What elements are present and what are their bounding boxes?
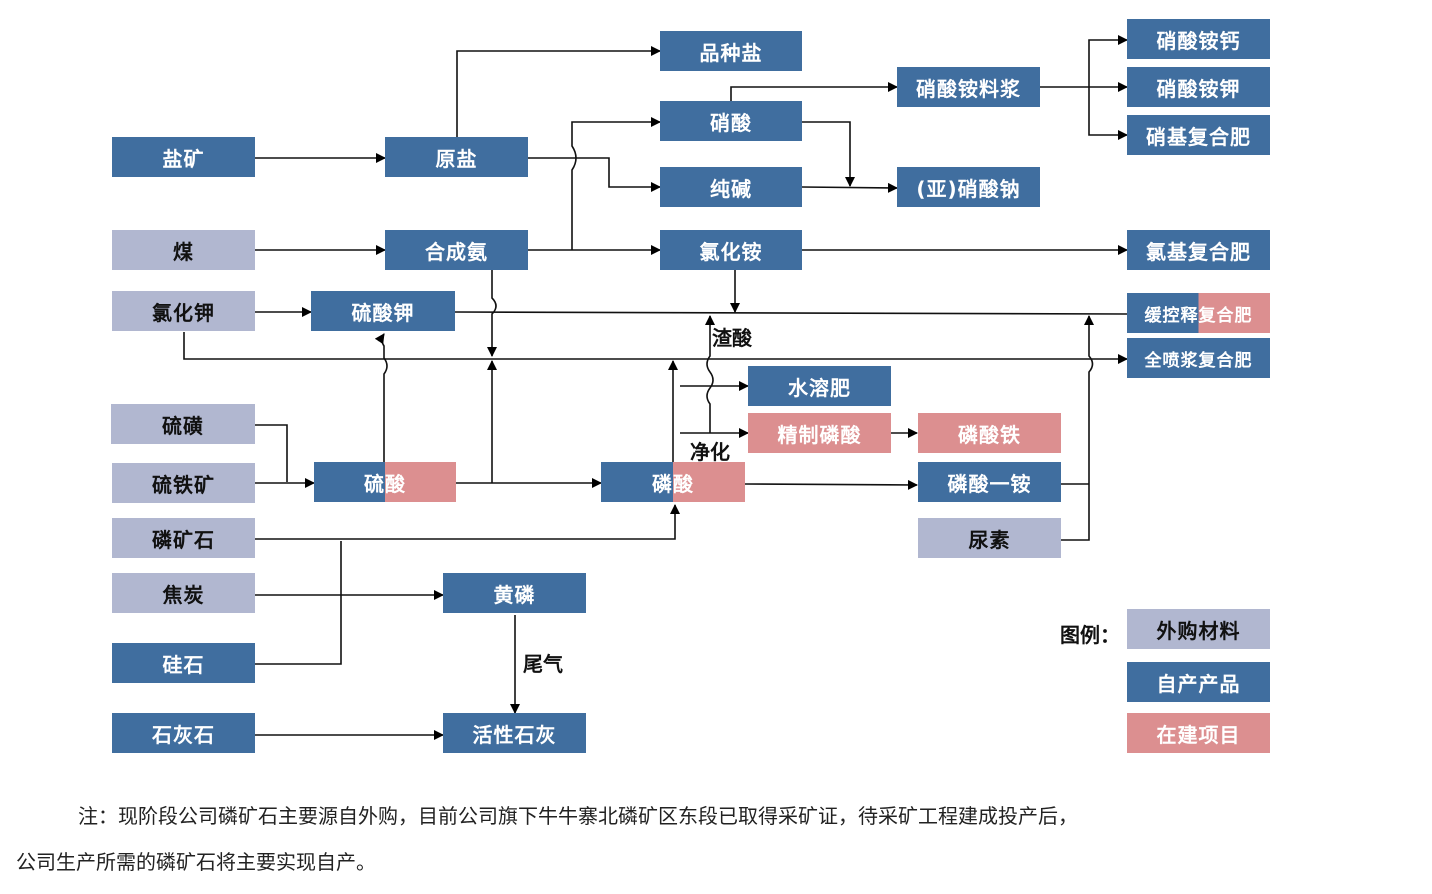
node-xiaojifuhefei[interactable]: 硝基复合肥 <box>1127 115 1270 155</box>
node-lvhuaan[interactable]: 氯化铵 <box>660 230 802 270</box>
node-liusuan[interactable]: 硫酸 <box>314 462 456 502</box>
edge-guishi-huanglin <box>255 541 342 665</box>
edge-lvhuajia-quanpenjiang <box>183 332 1128 364</box>
node-huoxingshihui[interactable]: 活性石灰 <box>443 713 586 753</box>
edge-hechengan-xiaosuan <box>571 117 661 250</box>
node-linsuan[interactable]: 磷酸 <box>601 462 745 502</box>
node-liutiekuang[interactable]: 硫铁矿 <box>112 463 255 503</box>
node-yuanyan[interactable]: 原盐 <box>385 137 528 177</box>
edge-xiaosuan-liaojiang <box>730 82 898 102</box>
footnote: 注：现阶段公司磷矿石主要源自外购，目前公司旗下牛牛寨北磷矿区东段已取得采矿证，待… <box>16 793 1426 885</box>
node-lvhuajia[interactable]: 氯化钾 <box>112 291 255 331</box>
legend-item-under-construction: 在建项目 <box>1127 713 1270 753</box>
edge-liusuanjia-huankong <box>454 311 1128 315</box>
edge-linsuan-linsuanyian <box>744 479 918 490</box>
production-flow-diagram: 品种盐 硝酸铵料浆 硝酸铵钙 硝酸铵钾 硝基复合肥 盐矿 原盐 硝酸 纯碱 (亚… <box>111 19 1270 753</box>
edge-liusuan-liusuanjia <box>374 333 388 462</box>
node-linsuanyian[interactable]: 磷酸一铵 <box>918 462 1061 502</box>
edge-label-jinghua: 净化 <box>690 440 730 464</box>
node-guishi[interactable]: 硅石 <box>112 643 255 683</box>
edge-branch-gai <box>1088 35 1128 87</box>
node-xiaosuan[interactable]: 硝酸 <box>660 101 802 141</box>
legend-item-purchased: 外购材料 <box>1127 609 1270 649</box>
edge-hechengan-down <box>487 270 497 357</box>
flow-connectors <box>183 35 1128 740</box>
edge-yuanyan-chunjian <box>528 157 661 192</box>
node-chunjian[interactable]: 纯碱 <box>660 167 802 207</box>
node-huankongshifuhefei[interactable]: 缓控释复合肥 <box>1127 293 1270 333</box>
edge-xiaosuan-yaxiaosuanna <box>802 121 855 187</box>
footnote-line-2: 公司生产所需的磷矿石将主要实现自产。 <box>16 850 376 874</box>
edge-branch-xiaoji <box>1088 87 1128 140</box>
node-shuirongfei[interactable]: 水溶肥 <box>748 366 891 406</box>
node-liuhuang[interactable]: 硫磺 <box>111 404 255 444</box>
edge-liuhuang-liusuan <box>255 424 288 482</box>
edge-label-zhasuan: 渣酸 <box>712 326 752 350</box>
edge-linkuangshi-linsuan <box>255 504 680 540</box>
node-xiaosuananjia[interactable]: 硝酸铵钾 <box>1127 67 1270 107</box>
edge-niaosu-huankong <box>1061 315 1094 541</box>
edge-label-weiqi: 尾气 <box>523 652 563 676</box>
node-shihuishi[interactable]: 石灰石 <box>112 713 255 753</box>
edge-yuanyan-pinzhongyan <box>456 46 661 138</box>
node-quanpenjiangfuhefei[interactable]: 全喷浆复合肥 <box>1127 338 1270 378</box>
node-linkuangshi[interactable]: 磷矿石 <box>112 518 255 558</box>
node-yankuang[interactable]: 盐矿 <box>112 137 255 177</box>
node-niaosu[interactable]: 尿素 <box>918 518 1061 558</box>
legend-item-self-produced: 自产产品 <box>1127 662 1270 702</box>
node-huanglin[interactable]: 黄磷 <box>443 573 586 613</box>
edge-chunjian-yaxiaosuanna <box>801 182 898 193</box>
node-linsuantie[interactable]: 磷酸铁 <box>918 413 1061 453</box>
node-hechengan[interactable]: 合成氨 <box>385 230 528 270</box>
footnote-line-1: 注：现阶段公司磷矿石主要源自外购，目前公司旗下牛牛寨北磷矿区东段已取得采矿证，待… <box>78 804 1078 828</box>
node-jingzhilinsuan[interactable]: 精制磷酸 <box>748 413 891 453</box>
node-liusuanjia[interactable]: 硫酸钾 <box>311 291 455 331</box>
legend-title: 图例： <box>1060 623 1120 647</box>
node-jiaotan[interactable]: 焦炭 <box>112 573 255 613</box>
node-xiaosuananliaojiang[interactable]: 硝酸铵料浆 <box>897 67 1040 107</box>
node-lvjifuhefei[interactable]: 氯基复合肥 <box>1127 230 1270 270</box>
node-yaxiaosuanna[interactable]: (亚)硝酸钠 <box>897 167 1040 207</box>
node-mei[interactable]: 煤 <box>112 230 255 270</box>
node-pinzhongyan[interactable]: 品种盐 <box>660 31 802 71</box>
edge-zhasuan-up <box>705 315 715 433</box>
node-xiaosuanangai[interactable]: 硝酸铵钙 <box>1127 19 1270 59</box>
